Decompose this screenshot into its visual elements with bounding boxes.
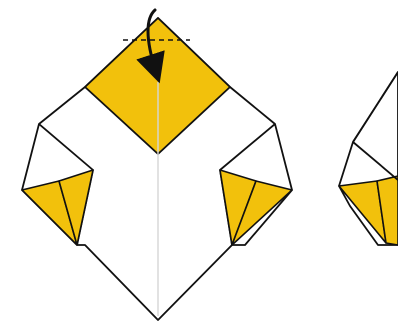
main-model <box>22 10 292 320</box>
second-model-partial <box>339 72 398 245</box>
